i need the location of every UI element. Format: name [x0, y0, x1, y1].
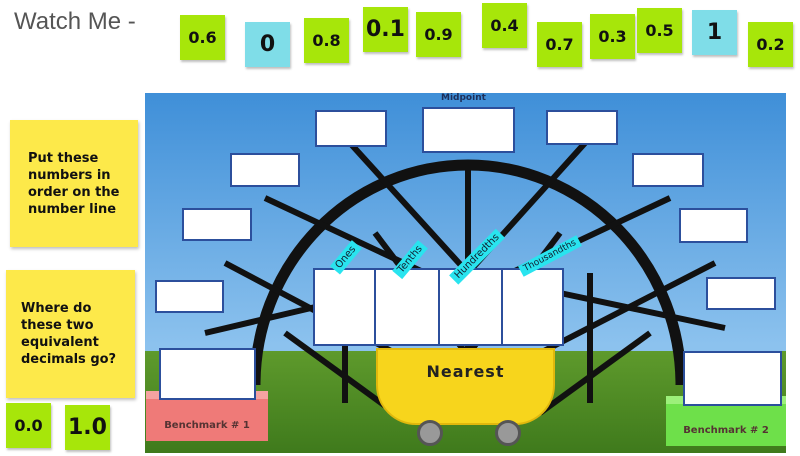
cart-wheel: [417, 420, 443, 446]
place-value-box-hundredths[interactable]: [438, 268, 503, 346]
answer-box[interactable]: [632, 153, 704, 187]
place-value-box-ones[interactable]: [313, 268, 376, 346]
number-tile[interactable]: 0.1: [363, 7, 408, 52]
answer-box[interactable]: [679, 208, 748, 243]
number-tile[interactable]: 0.3: [590, 14, 635, 59]
midpoint-box[interactable]: [422, 107, 515, 153]
number-tile[interactable]: 0.4: [482, 3, 527, 48]
sticky-note-equivalent[interactable]: Where do these two equivalent decimals g…: [6, 270, 135, 398]
benchmark-1-box[interactable]: [159, 348, 256, 400]
nearest-cart: Nearest: [376, 348, 555, 425]
answer-box[interactable]: [230, 153, 300, 187]
number-tile[interactable]: 0.7: [537, 22, 582, 67]
benchmark-2-box[interactable]: [683, 351, 782, 406]
page-title: Watch Me -: [14, 8, 136, 35]
answer-box[interactable]: [546, 110, 618, 145]
number-tile[interactable]: 1.0: [65, 405, 110, 450]
number-tile[interactable]: 0.8: [304, 18, 349, 63]
number-tile[interactable]: 0.9: [416, 12, 461, 57]
sticky-note-order[interactable]: Put these numbers in order on the number…: [10, 120, 138, 247]
number-tile[interactable]: 0.0: [6, 403, 51, 448]
place-value-box-thousandths[interactable]: [501, 268, 564, 346]
cart-wheel: [495, 420, 521, 446]
answer-box[interactable]: [182, 208, 252, 241]
number-tile[interactable]: 0: [245, 22, 290, 67]
midpoint-label: Midpoint: [441, 93, 486, 103]
answer-box[interactable]: [315, 110, 387, 147]
cart-label: Nearest: [426, 362, 505, 381]
place-value-box-tenths[interactable]: [374, 268, 440, 346]
answer-box[interactable]: [155, 280, 224, 313]
answer-box[interactable]: [706, 277, 776, 310]
number-tile[interactable]: 0.2: [748, 22, 793, 67]
number-tile[interactable]: 0.6: [180, 15, 225, 60]
number-tile[interactable]: 1: [692, 10, 737, 55]
number-tile[interactable]: 0.5: [637, 8, 682, 53]
ferris-wheel-number-line: Midpoint Benchmark # 1 Benchmark # 2 Nea…: [145, 93, 786, 453]
